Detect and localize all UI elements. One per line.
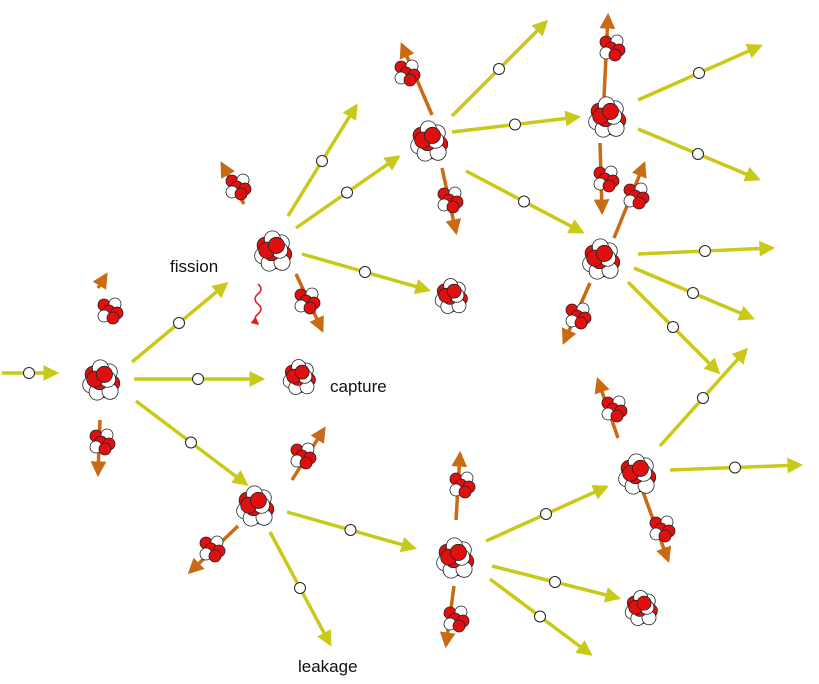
nucleus-icon (282, 359, 316, 395)
fission-label: fission (170, 257, 218, 276)
neutron-icon (729, 461, 741, 474)
fission-fragment-icon (565, 302, 592, 330)
nucleus-icon (436, 537, 475, 579)
neutron-icon (344, 524, 357, 536)
neutrons-layer (23, 63, 741, 623)
capture-label: capture (330, 377, 387, 396)
fission-fragment-icon (623, 182, 650, 210)
fragment-arrow (92, 272, 108, 290)
leakage-label: leakage (298, 657, 358, 676)
fission-fragment-icon (97, 297, 124, 325)
nucleus-icon (588, 96, 627, 138)
gamma-ray-icon (250, 283, 262, 326)
nucleus-icon (82, 359, 121, 401)
neutron-icon (667, 321, 679, 333)
neutron-icon (493, 63, 505, 75)
neutron-icon (359, 266, 371, 278)
fission-fragment-icon (294, 287, 321, 315)
nuclei-layer (82, 34, 676, 633)
neutron-icon (23, 367, 35, 379)
neutron-icon (316, 155, 328, 167)
neutron-icon (697, 392, 709, 404)
nucleus-icon (618, 453, 657, 495)
neutron-icon (185, 436, 197, 449)
neutron-icon (687, 287, 699, 299)
arrows-layer (2, 12, 804, 656)
nucleus-icon (624, 590, 658, 626)
fission-fragment-icon (89, 428, 116, 456)
neutron-icon (518, 195, 530, 208)
fission-fragment-icon (601, 395, 628, 423)
fission-fragment-icon (199, 535, 226, 563)
neutron-icon (693, 67, 705, 79)
neutron-icon (692, 148, 704, 160)
neutron-icon (173, 317, 185, 329)
fission-fragment-icon (449, 471, 476, 499)
fission-fragment-icon (290, 442, 317, 470)
neutron-icon (534, 610, 546, 623)
neutron-icon (699, 245, 711, 257)
neutron-icon (540, 508, 552, 520)
neutron-icon (341, 186, 353, 199)
nucleus-icon (410, 120, 449, 162)
neutron-icon (549, 576, 561, 588)
fission-fragment-icon (394, 59, 421, 87)
nucleus-icon (582, 238, 621, 280)
nucleus-icon (254, 230, 293, 272)
neutron-icon (509, 118, 521, 131)
nucleus-icon (434, 278, 468, 314)
fission-fragment-icon (437, 186, 464, 214)
fission-fragment-icon (649, 515, 676, 543)
fission-fragment-icon (443, 605, 470, 633)
fission-fragment-icon (599, 34, 626, 62)
neutron-icon (192, 373, 204, 385)
fission-fragment-icon (593, 165, 620, 193)
neutron-icon (294, 582, 306, 594)
fission-fragment-icon (225, 173, 252, 201)
nucleus-icon (236, 485, 275, 527)
